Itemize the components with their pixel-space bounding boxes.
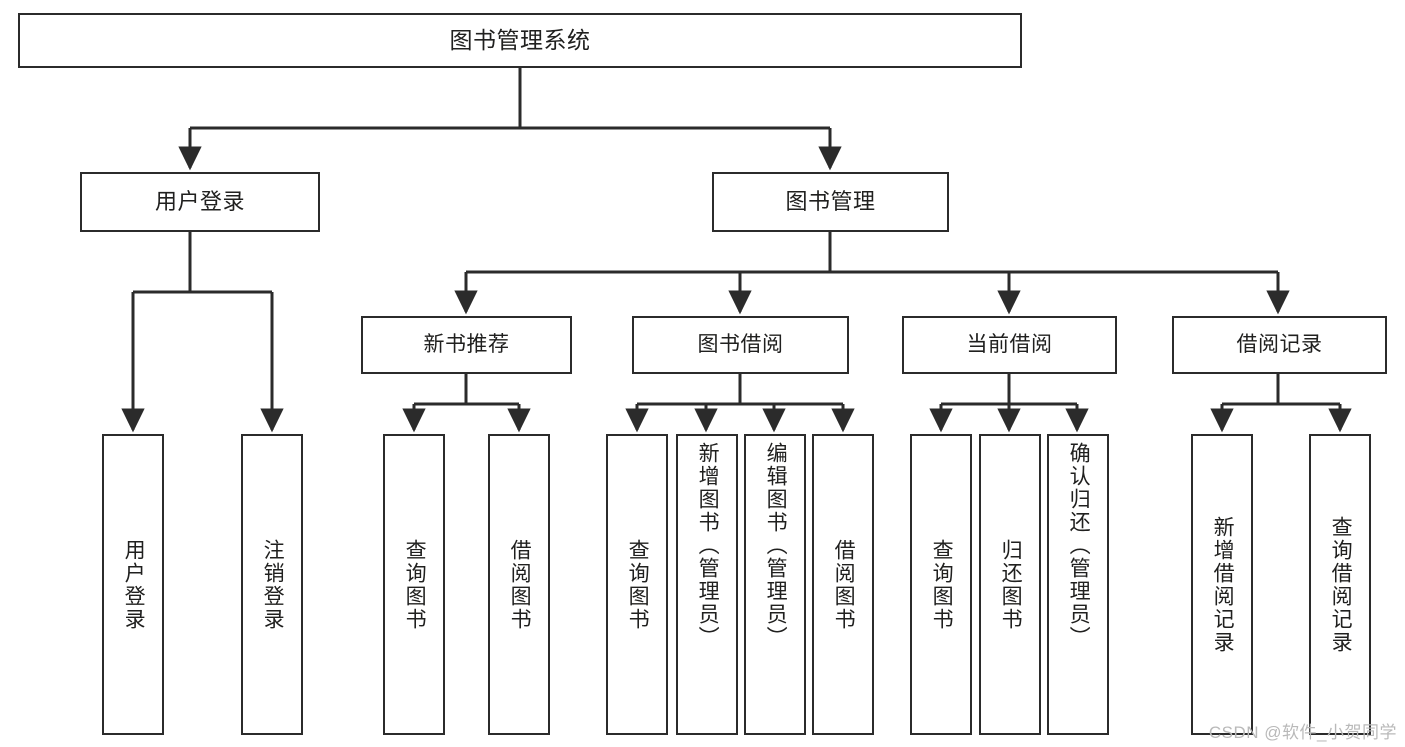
- node-root-label: 图书管理系统: [449, 27, 591, 54]
- node-book-management[interactable]: 图书管理: [712, 172, 949, 232]
- leaf-logout-label: 注销登录: [261, 538, 285, 631]
- edges-new-book-rec: [402, 374, 531, 433]
- leaf-borrow-book-rec[interactable]: 借阅图书: [488, 434, 550, 735]
- leaf-add-book-admin-label: 新增图书（管理员）: [696, 442, 720, 649]
- leaf-query-borrow-record-label: 查询借阅记录: [1329, 515, 1353, 654]
- leaf-add-borrow-record-label: 新增借阅记录: [1211, 515, 1235, 654]
- leaf-borrow-book-borrow-label: 借阅图书: [832, 538, 856, 631]
- node-book-borrow[interactable]: 图书借阅: [632, 316, 849, 374]
- node-book-management-label: 图书管理: [785, 189, 876, 215]
- node-borrow-record[interactable]: 借阅记录: [1172, 316, 1387, 374]
- leaf-edit-book-admin[interactable]: 编辑图书（管理员）: [744, 434, 806, 735]
- leaf-borrow-book-borrow[interactable]: 借阅图书: [812, 434, 874, 735]
- edges-borrow-record: [1210, 374, 1352, 433]
- leaf-add-borrow-record[interactable]: 新增借阅记录: [1191, 434, 1253, 735]
- leaf-query-book-current[interactable]: 查询图书: [910, 434, 972, 735]
- leaf-confirm-return-admin-label: 确认归还（管理员）: [1067, 442, 1091, 649]
- leaf-borrow-book-rec-label: 借阅图书: [508, 538, 532, 631]
- node-new-book-recommend-label: 新书推荐: [423, 332, 510, 356]
- leaf-query-borrow-record[interactable]: 查询借阅记录: [1309, 434, 1371, 735]
- leaf-return-book[interactable]: 归还图书: [979, 434, 1041, 735]
- node-book-borrow-label: 图书借阅: [697, 332, 784, 356]
- edges-root: [178, 68, 842, 171]
- node-user-login[interactable]: 用户登录: [80, 172, 320, 232]
- node-current-borrow[interactable]: 当前借阅: [902, 316, 1117, 374]
- leaf-confirm-return-admin[interactable]: 确认归还（管理员）: [1047, 434, 1109, 735]
- leaf-query-book-current-label: 查询图书: [930, 538, 954, 631]
- leaf-user-login-label: 用户登录: [122, 538, 146, 631]
- node-new-book-recommend[interactable]: 新书推荐: [361, 316, 572, 374]
- edges-user-login: [121, 232, 284, 433]
- edges-current-borrow: [929, 374, 1089, 433]
- leaf-add-book-admin[interactable]: 新增图书（管理员）: [676, 434, 738, 735]
- leaf-query-book-borrow[interactable]: 查询图书: [606, 434, 668, 735]
- leaf-query-book-rec-label: 查询图书: [403, 538, 427, 631]
- node-root[interactable]: 图书管理系统: [18, 13, 1022, 68]
- leaf-edit-book-admin-label: 编辑图书（管理员）: [764, 442, 788, 649]
- edges-book-borrow: [625, 374, 855, 433]
- node-user-login-label: 用户登录: [154, 189, 245, 215]
- leaf-user-login[interactable]: 用户登录: [102, 434, 164, 735]
- leaf-query-book-rec[interactable]: 查询图书: [383, 434, 445, 735]
- edges-book-manage: [454, 232, 1290, 315]
- node-borrow-record-label: 借阅记录: [1236, 332, 1323, 356]
- leaf-logout[interactable]: 注销登录: [241, 434, 303, 735]
- leaf-return-book-label: 归还图书: [999, 538, 1023, 631]
- leaf-query-book-borrow-label: 查询图书: [626, 538, 650, 631]
- node-current-borrow-label: 当前借阅: [966, 332, 1053, 356]
